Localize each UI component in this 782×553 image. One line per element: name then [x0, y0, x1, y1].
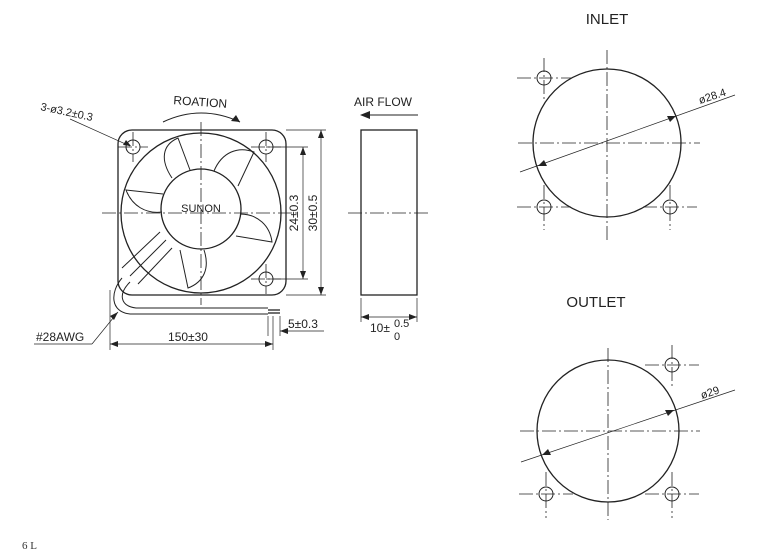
hole-spec-callout: 3-ø3.2±0.3: [39, 101, 131, 147]
thickness-label: 10±: [370, 321, 390, 335]
front-view: SUNON: [102, 122, 300, 315]
rotation-label: ROATION: [173, 93, 228, 111]
frame-size-label: 30±0.5: [306, 194, 320, 231]
fan-side-body: [360, 129, 418, 296]
rotation-indicator: ROATION: [162, 93, 241, 123]
thickness-upper-tolerance: 0.5: [394, 318, 409, 330]
wire-gauge-label: #28AWG: [36, 330, 84, 344]
page-footer-fragment: 6 L: [22, 540, 37, 552]
vertical-dimensions: 24±0.3 30±0.5: [266, 129, 326, 296]
wire-dimensions: 150±30 5±0.3 #28AWG: [34, 290, 324, 350]
outlet-view: OUTLET ø29: [519, 294, 736, 520]
inlet-title: INLET: [586, 11, 629, 28]
wire-length-label: 150±30: [168, 330, 208, 344]
hole-pitch-label: 24±0.3: [287, 194, 301, 231]
outlet-title: OUTLET: [566, 294, 625, 311]
inlet-diameter-label: ø28.4: [697, 87, 727, 107]
airflow-label: AIR FLOW: [354, 95, 413, 109]
inlet-view: INLET ø28.4: [517, 11, 736, 240]
fan-blades: [125, 137, 273, 289]
outlet-diameter-label: ø29: [699, 385, 721, 402]
brand-label: SUNON: [181, 203, 221, 215]
thickness-lower-tolerance: 0: [394, 331, 400, 343]
fan-wire: [113, 277, 268, 315]
side-view: AIR FLOW 10± 0.5 0: [348, 95, 430, 343]
fan-frame-outline: [117, 129, 287, 296]
strip-length-label: 5±0.3: [288, 317, 318, 331]
hole-spec-label: 3-ø3.2±0.3: [39, 101, 93, 124]
